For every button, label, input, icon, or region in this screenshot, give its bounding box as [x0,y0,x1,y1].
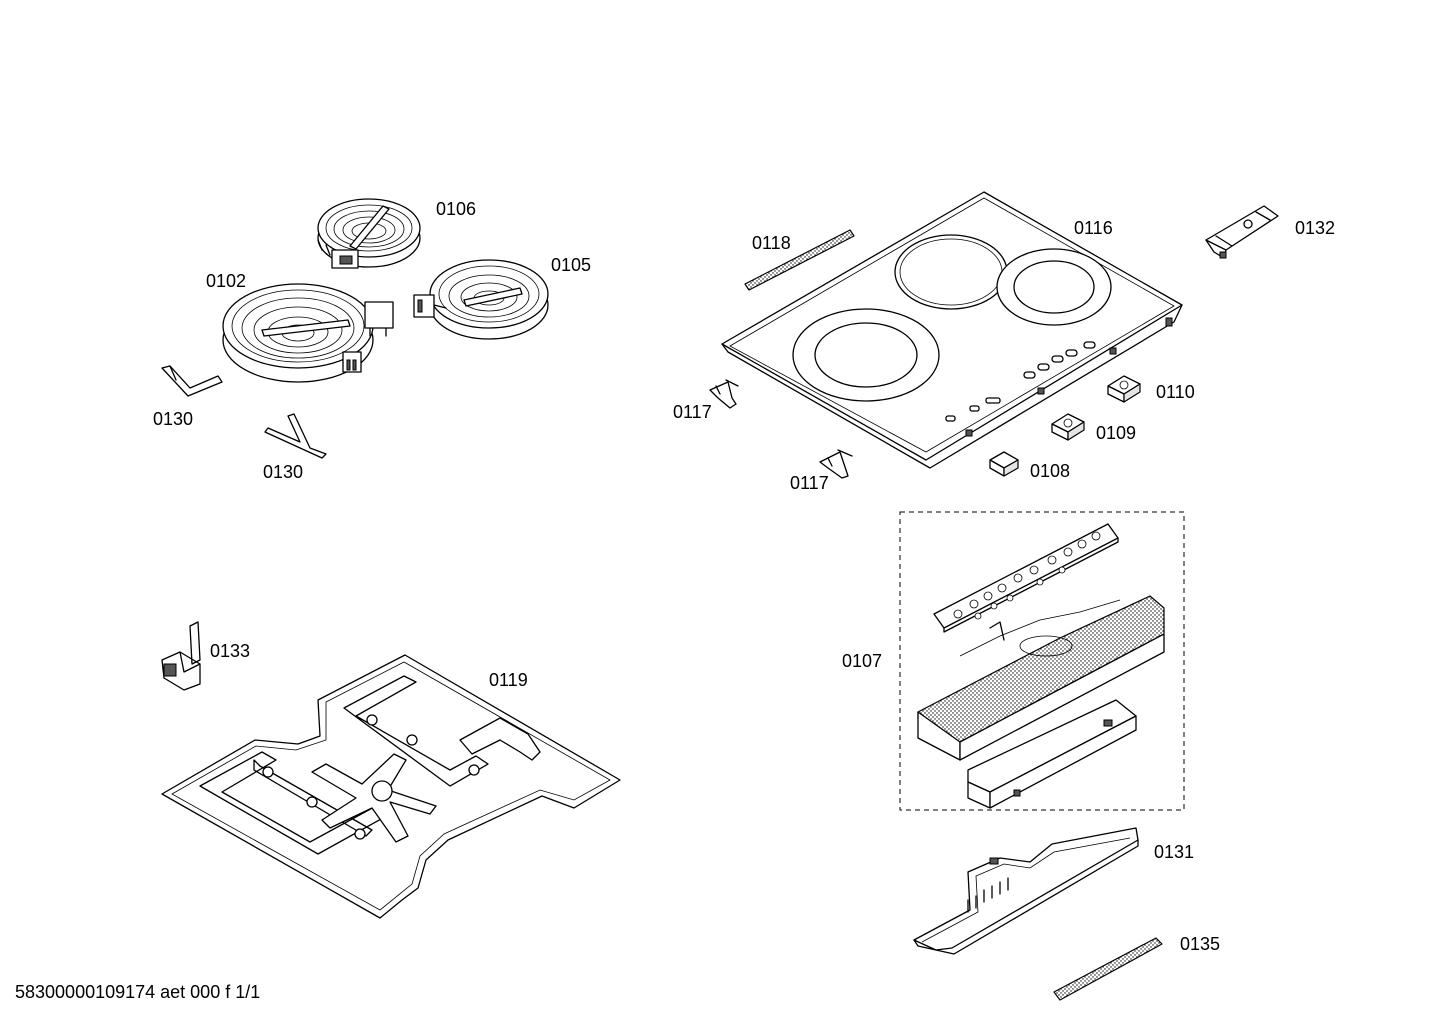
part-label-0105: 0105 [551,255,592,275]
bracket-0133-drawing [161,621,201,691]
part-label-0118: 0118 [752,233,791,253]
part-label-0102: 0102 [206,271,247,291]
heating-element-0102-drawing [222,283,394,383]
knob-0108-drawing [989,451,1019,477]
part-label-0131: 0131 [1154,842,1195,862]
knob-0110-drawing [1107,375,1141,403]
part-label-0130-lower: 0130 [263,462,304,482]
part-label-0119: 0119 [489,670,528,690]
heating-element-0106-drawing [317,198,421,269]
part-label-0132: 0132 [1295,218,1336,238]
footer-document-code: 58300000109174 aet 000 f 1/1 [15,982,261,1002]
fixing-clip-0117a-drawing [709,379,739,409]
part-label-0108: 0108 [1030,461,1071,481]
strip-0135-drawing [1053,937,1163,1001]
control-unit-0107-drawing [899,511,1185,811]
clip-0130b-drawing [264,413,327,459]
bracket-0132-drawing [1205,205,1279,259]
part-label-0109: 0109 [1096,423,1137,443]
strip-0118-drawing [744,229,855,291]
housing-0131-drawing [913,827,1139,955]
knob-0109-drawing [1051,413,1085,441]
part-label-0133: 0133 [210,641,251,661]
part-label-0117-upper: 0117 [673,402,712,422]
part-label-0135: 0135 [1180,934,1221,954]
heating-element-0105-drawing [413,259,549,340]
bottom-plate-0119-drawing [161,654,621,919]
part-label-0117-lower: 0117 [790,473,829,493]
clip-0130a-drawing [161,365,223,397]
part-label-0107: 0107 [842,651,883,671]
part-label-0106: 0106 [436,199,477,219]
part-label-0116: 0116 [1074,218,1113,238]
part-label-0130-upper: 0130 [153,409,194,429]
fixing-clip-0117b-drawing [819,449,853,479]
part-label-0110: 0110 [1156,382,1195,402]
hob-top-0116-drawing [721,191,1183,469]
